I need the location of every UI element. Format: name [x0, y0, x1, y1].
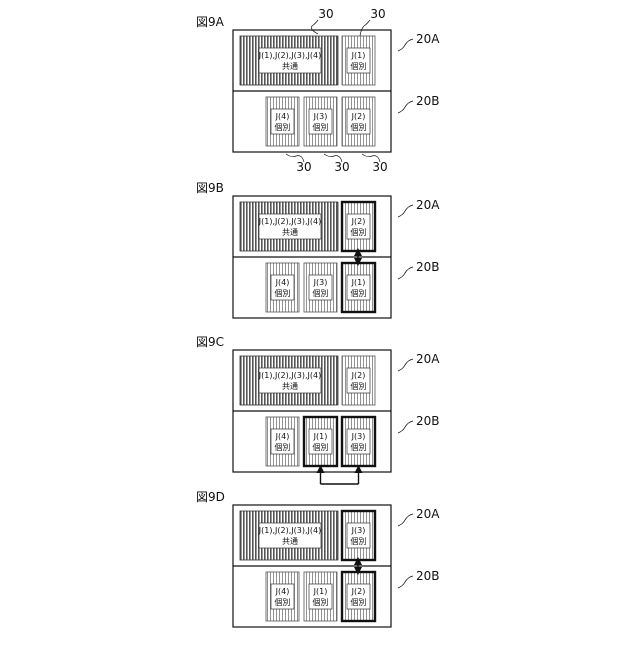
top-individual-cell-label-line1: J(2): [351, 217, 366, 226]
bottom-individual-cell-label-line2: 個別: [351, 442, 367, 452]
common-label-line1: J(1),J(2),J(3),J(4): [258, 51, 321, 60]
ref-label-bottom: 20B: [416, 569, 440, 583]
common-label-line1: J(1),J(2),J(3),J(4): [258, 371, 321, 380]
bottom-individual-cell-label-line1: J(3): [351, 432, 366, 441]
figure-label: 図9A: [196, 15, 225, 29]
bottom-individual-cell-label-line1: J(1): [313, 432, 328, 441]
ref-label-top: 20A: [416, 352, 440, 366]
bottom-individual-cell-label-line1: J(3): [313, 278, 328, 287]
bottom-individual-cell-label-line2: 個別: [313, 597, 329, 607]
top-individual-cell-label-line1: J(3): [351, 526, 366, 535]
bottom-individual-cell-label-line2: 個別: [275, 442, 291, 452]
top-individual-cell-label-line2: 個別: [351, 381, 367, 391]
top-individual-cell-label-line1: J(2): [351, 371, 366, 380]
ref-label-bottom: 20B: [416, 260, 440, 274]
ref-label-bottom-leader: [398, 421, 413, 433]
bottom-individual-cell-label-line2: 個別: [313, 288, 329, 298]
ref-label-top: 20A: [416, 198, 440, 212]
figure-panel: 図9AJ(1),J(2),J(3),J(4)共通J(1)個別J(4)個別J(3)…: [196, 7, 440, 174]
bottom-individual-cell-label-line1: J(4): [275, 112, 290, 121]
bottom-individual-cell-label-line2: 個別: [275, 122, 291, 132]
ref-label-top-leader: [398, 359, 413, 371]
callout-label-bottom: 30: [334, 160, 349, 174]
ref-label-top-leader: [398, 39, 413, 51]
top-individual-cell-label-line2: 個別: [351, 227, 367, 237]
common-label-line1: J(1),J(2),J(3),J(4): [258, 217, 321, 226]
bottom-individual-cell-label-line2: 個別: [351, 288, 367, 298]
bottom-individual-cell-label-line1: J(1): [313, 587, 328, 596]
ref-label-top-leader: [398, 205, 413, 217]
bottom-individual-cell-label-line2: 個別: [313, 442, 329, 452]
figure-label: 図9C: [196, 335, 224, 349]
bottom-individual-cell-label-line1: J(4): [275, 587, 290, 596]
figure-panel: 図9CJ(1),J(2),J(3),J(4)共通J(2)個別J(4)個別J(1)…: [196, 335, 440, 484]
bottom-individual-cell-label-line1: J(4): [275, 432, 290, 441]
top-individual-cell-label-line1: J(1): [351, 51, 366, 60]
common-label-line2: 共通: [282, 227, 298, 237]
top-individual-cell-label-line2: 個別: [351, 61, 367, 71]
bottom-individual-cell-label-line2: 個別: [275, 597, 291, 607]
bottom-individual-cell-label-line2: 個別: [313, 122, 329, 132]
ref-label-top: 20A: [416, 507, 440, 521]
ref-label-bottom-leader: [398, 101, 413, 113]
callout-label-top: 30: [370, 7, 385, 21]
top-individual-cell-label-line2: 個別: [351, 536, 367, 546]
ref-label-top-leader: [398, 514, 413, 526]
common-label-line2: 共通: [282, 381, 298, 391]
bottom-individual-cell-label-line1: J(1): [351, 278, 366, 287]
figure-panel: 図9BJ(1),J(2),J(3),J(4)共通J(2)個別J(4)個別J(3)…: [196, 181, 440, 318]
bottom-individual-cell-label-line1: J(4): [275, 278, 290, 287]
ref-label-bottom: 20B: [416, 94, 440, 108]
callout-label-bottom: 30: [372, 160, 387, 174]
bottom-individual-cell-label-line1: J(2): [351, 587, 366, 596]
bottom-individual-cell-label-line2: 個別: [351, 122, 367, 132]
callout-label-top: 30: [318, 7, 333, 21]
callout-label-bottom: 30: [296, 160, 311, 174]
bottom-individual-cell-label-line1: J(2): [351, 112, 366, 121]
ref-label-bottom-leader: [398, 267, 413, 279]
bottom-individual-cell-label-line1: J(3): [313, 112, 328, 121]
bottom-individual-cell-label-line2: 個別: [275, 288, 291, 298]
bottom-individual-cell-label-line2: 個別: [351, 597, 367, 607]
figure-label: 図9D: [196, 490, 225, 504]
ref-label-top: 20A: [416, 32, 440, 46]
common-label-line2: 共通: [282, 61, 298, 71]
ref-label-bottom: 20B: [416, 414, 440, 428]
common-label-line2: 共通: [282, 536, 298, 546]
ref-label-bottom-leader: [398, 576, 413, 588]
figure-panel: 図9DJ(1),J(2),J(3),J(4)共通J(3)個別J(4)個別J(1)…: [196, 490, 440, 627]
common-label-line1: J(1),J(2),J(3),J(4): [258, 526, 321, 535]
figure-label: 図9B: [196, 181, 224, 195]
